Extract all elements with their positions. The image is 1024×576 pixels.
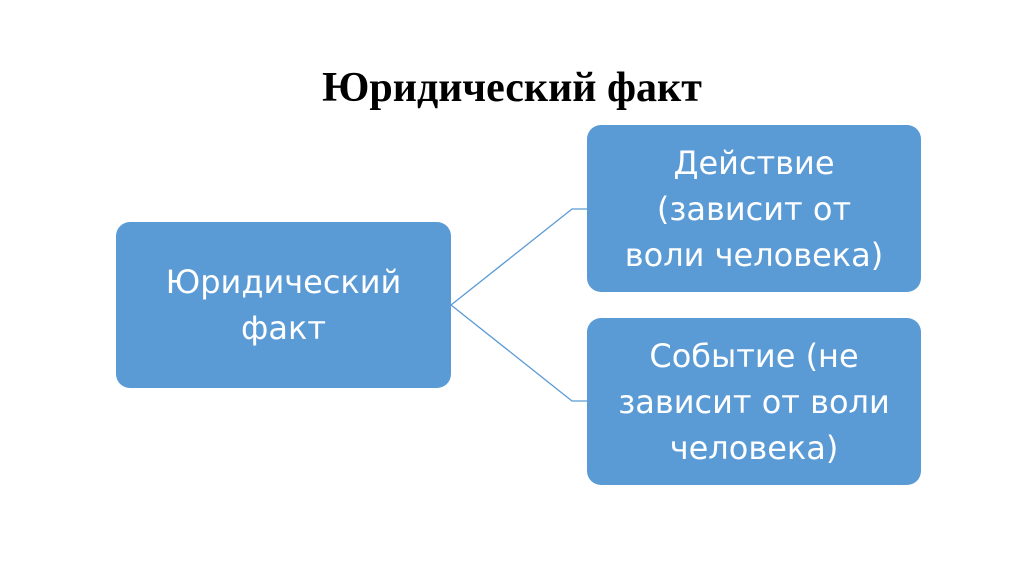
- connector-to-action: [450, 208, 587, 306]
- child-node-action: Действие (зависит от воли человека): [587, 125, 921, 292]
- child-node-event: Событие (не зависит от воли человека): [587, 318, 921, 485]
- child-node-action-label: Действие (зависит от воли человека): [624, 143, 884, 274]
- root-node-label: Юридический факт: [165, 263, 402, 347]
- root-node-legal-fact: Юридический факт: [116, 222, 451, 388]
- slide-title: Юридический факт: [322, 65, 702, 111]
- connector-to-event: [450, 304, 587, 402]
- child-node-event-label: Событие (не зависит от воли человека): [618, 336, 890, 467]
